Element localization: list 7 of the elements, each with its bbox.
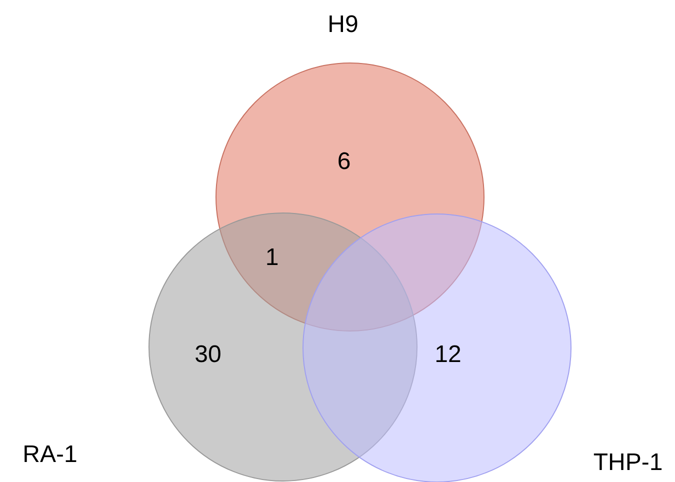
- count-label: 1: [265, 246, 279, 270]
- count-label: 6: [337, 150, 351, 174]
- count-label: 30: [194, 343, 222, 367]
- set-label: THP-1: [593, 451, 663, 475]
- set-label: H9: [328, 13, 358, 37]
- count-label: 12: [434, 343, 462, 367]
- set-label: RA-1: [22, 443, 78, 467]
